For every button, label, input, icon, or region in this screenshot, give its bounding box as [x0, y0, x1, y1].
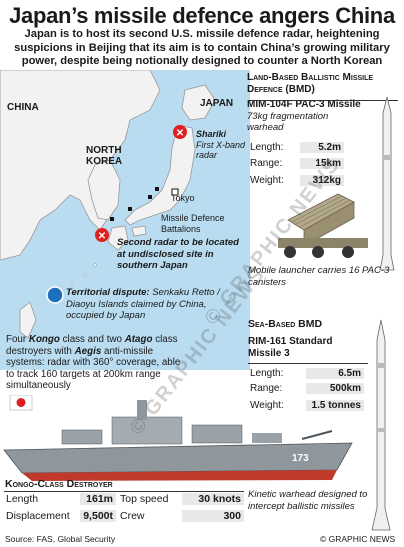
land-warhead-note: 73kg fragmentation warhead	[247, 111, 329, 133]
kinetic-warhead-note: Kinetic warhead designed to intercept ba…	[248, 489, 368, 512]
pac3-missile-illustration	[379, 96, 395, 271]
sea-range-value: 500km	[306, 383, 364, 394]
second-radar-marker	[95, 228, 109, 242]
graphic-news-credit: © GRAPHIC NEWS	[320, 534, 396, 544]
sea-length-value: 6.5m	[306, 368, 364, 379]
shariki-callout: Shariki First X-band radar	[196, 129, 246, 160]
land-bmd-heading: Land-Based Ballistic Missile Defence (BM…	[247, 72, 374, 95]
land-length-label: Length:	[250, 142, 284, 153]
land-bmd-panel: Land-Based Ballistic Missile Defence (BM…	[247, 72, 397, 133]
sm3-missile-illustration	[371, 319, 391, 531]
kongo-length-value: 161m	[80, 493, 116, 505]
sea-weight-label: Weight:	[250, 400, 284, 411]
land-length-value: 5.2m	[300, 142, 344, 153]
svg-text:✕: ✕	[98, 231, 106, 242]
source-credit: Source: FAS, Global Security	[5, 534, 116, 544]
sea-bmd-heading: Sea-Based BMD	[248, 318, 323, 330]
north-korea-label: NORTH KOREA	[86, 145, 123, 167]
territorial-dispute-note: Territorial dispute: Senkaku Retto / Dia…	[66, 287, 220, 321]
sea-range-label: Range:	[250, 383, 283, 394]
battalions-label: Missile Defence Battalions	[161, 213, 225, 234]
hull-number: 173	[292, 453, 309, 464]
kongo-displacement-label: Displacement	[6, 510, 70, 522]
sea-missile-name: RIM-161 Standard Missile 3	[248, 336, 333, 359]
sea-weight-value: 1.5 tonnes	[306, 400, 364, 411]
page-title: Japan’s missile defence angers China	[9, 3, 395, 28]
land-weight-label: Weight:	[250, 175, 284, 186]
destroyer-description: Four Kongo class and two Atago class des…	[6, 334, 181, 391]
launcher-note: Mobile launcher carries 16 PAC-3 caniste…	[248, 265, 390, 288]
second-radar-label: Second radar to be located at undisclose…	[117, 237, 239, 271]
china-label: CHINA	[7, 102, 39, 113]
pac3-launcher-illustration	[278, 193, 368, 258]
kongo-table-heading: Kongo-Class Destroyer	[5, 478, 113, 490]
shariki-radar-marker	[173, 125, 187, 139]
japan-label: JAPAN	[200, 98, 234, 109]
land-range-label: Range:	[250, 158, 283, 169]
land-missile-name: MIM-104F PAC-3 Missile	[247, 99, 361, 110]
kongo-displacement-value: 9,500t	[80, 510, 116, 522]
tokyo-label: Tokyo	[171, 193, 195, 203]
dispute-islands-marker	[46, 286, 64, 304]
land-range-value: 15km	[300, 158, 344, 169]
svg-text:✕: ✕	[176, 128, 184, 139]
kongo-length-label: Length	[6, 493, 39, 505]
land-weight-value: 312kg	[300, 175, 344, 186]
sea-length-label: Length:	[250, 368, 284, 379]
japan-region-map: ✕ ✕	[0, 70, 250, 370]
kongo-crew-label: Crew	[120, 510, 145, 522]
kongo-destroyer-illustration: 173	[3, 395, 353, 481]
kongo-crew-value: 300	[182, 510, 244, 522]
kongo-speed-label: Top speed	[120, 493, 169, 505]
kongo-speed-value: 30 knots	[182, 493, 244, 505]
